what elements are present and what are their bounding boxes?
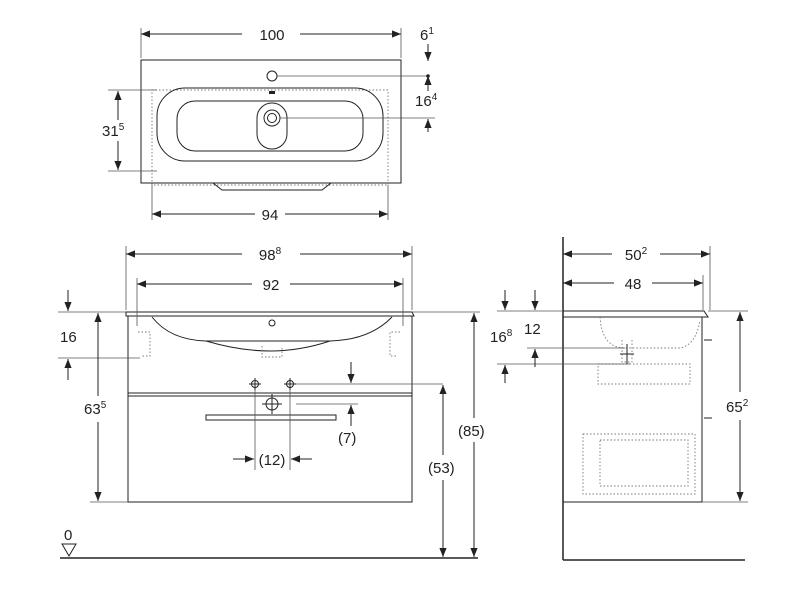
dim-tap-depth: 164 [415, 92, 438, 110]
top-view-outline [140, 59, 402, 184]
dim-front-overall-width: 988 [259, 246, 282, 264]
dim-side-outer-depth: 502 [625, 246, 648, 264]
dim-drain-height: (53) [428, 460, 455, 477]
dim-inner-width: 94 [262, 207, 279, 224]
floor-mark: 0 [64, 527, 72, 544]
dim-side-height: 652 [726, 398, 749, 416]
drain-marker-center [262, 394, 282, 414]
dim-basin-width: 92 [263, 277, 280, 294]
dim-total-height: (85) [458, 423, 485, 440]
drain-marker-left [249, 378, 261, 390]
side-view-cabinet [562, 316, 703, 503]
dim-drawer-drop: (7) [338, 430, 356, 447]
drain-marker-right [284, 378, 296, 390]
dim-side-basin-depth: 12 [524, 321, 541, 338]
dim-top-depth: 315 [102, 122, 125, 140]
dim-drain-spacing: (12) [259, 452, 286, 469]
front-view-basin [151, 316, 393, 342]
tap-hole [266, 70, 278, 82]
front-view: 988 92 16 635 (7) (12) (53) (85) [58, 246, 485, 559]
dim-top-offset: 61 [420, 26, 434, 44]
front-view-cabinet [127, 315, 413, 503]
side-view: 502 48 168 12 652 [490, 237, 749, 561]
dim-basin-height: 16 [60, 329, 77, 346]
top-view-basin-inner [176, 100, 364, 152]
top-view-cabinet-outline [151, 89, 389, 186]
dim-side-inner-depth: 48 [625, 276, 642, 293]
dim-front-height: 635 [84, 400, 107, 418]
front-view-top [125, 311, 415, 317]
drain-hole [263, 109, 281, 127]
top-view: 100 61 164 315 94 [102, 26, 438, 224]
top-view-basin [156, 87, 384, 162]
side-view-top [563, 310, 709, 318]
floor-symbol [61, 543, 77, 557]
dim-top-width: 100 [259, 27, 284, 44]
dim-side-rim: 168 [490, 328, 513, 346]
top-view-drain-slot [256, 102, 288, 150]
